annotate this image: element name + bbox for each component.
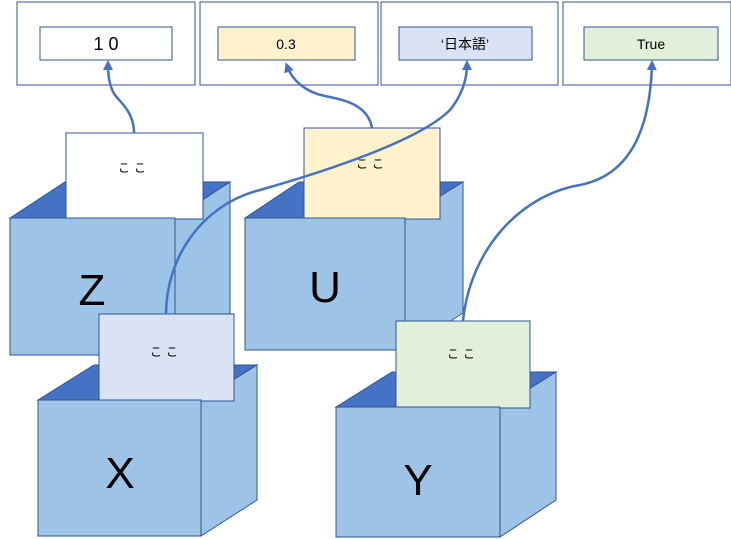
variable-card [395, 320, 531, 409]
value-str: ‘日本語’ [380, 1, 559, 86]
value-bool: True [562, 1, 731, 86]
value-text: ‘日本語’ [441, 36, 489, 52]
variable-card [65, 132, 204, 220]
variable-name: X [105, 449, 134, 498]
value-text: 0.3 [276, 36, 296, 52]
variable-card [98, 313, 235, 402]
box-front [244, 217, 406, 351]
value-text: 1 0 [93, 34, 118, 54]
box-front [37, 399, 202, 537]
value-float: 0.3 [199, 1, 379, 86]
variable-name: Z [79, 266, 106, 315]
box-front [335, 406, 501, 538]
variable-box-z: ここ Z [8, 132, 232, 356]
reference-arrow-z [103, 60, 136, 134]
value-int: 1 0 [16, 1, 196, 86]
variable-box-y: ここ Y [334, 320, 558, 538]
variable-name: Y [403, 456, 432, 505]
variable-name: U [309, 263, 341, 312]
card-label: ここ [150, 345, 182, 359]
card-label: ここ [356, 157, 388, 171]
value-cell [217, 26, 356, 61]
card-label: ここ [447, 347, 479, 361]
variable-box-x: ここ X [36, 313, 259, 537]
value-cell [583, 26, 719, 61]
value-cell [39, 26, 173, 61]
reference-arrow-x [164, 60, 472, 315]
reference-arrow-u [284, 62, 374, 129]
value-text: True [637, 36, 665, 52]
reference-arrow-y [461, 60, 657, 322]
value-cell [398, 26, 533, 61]
variable-card [303, 127, 441, 220]
variable-box-u: ここ U [243, 127, 465, 351]
card-label: ここ [118, 161, 150, 175]
